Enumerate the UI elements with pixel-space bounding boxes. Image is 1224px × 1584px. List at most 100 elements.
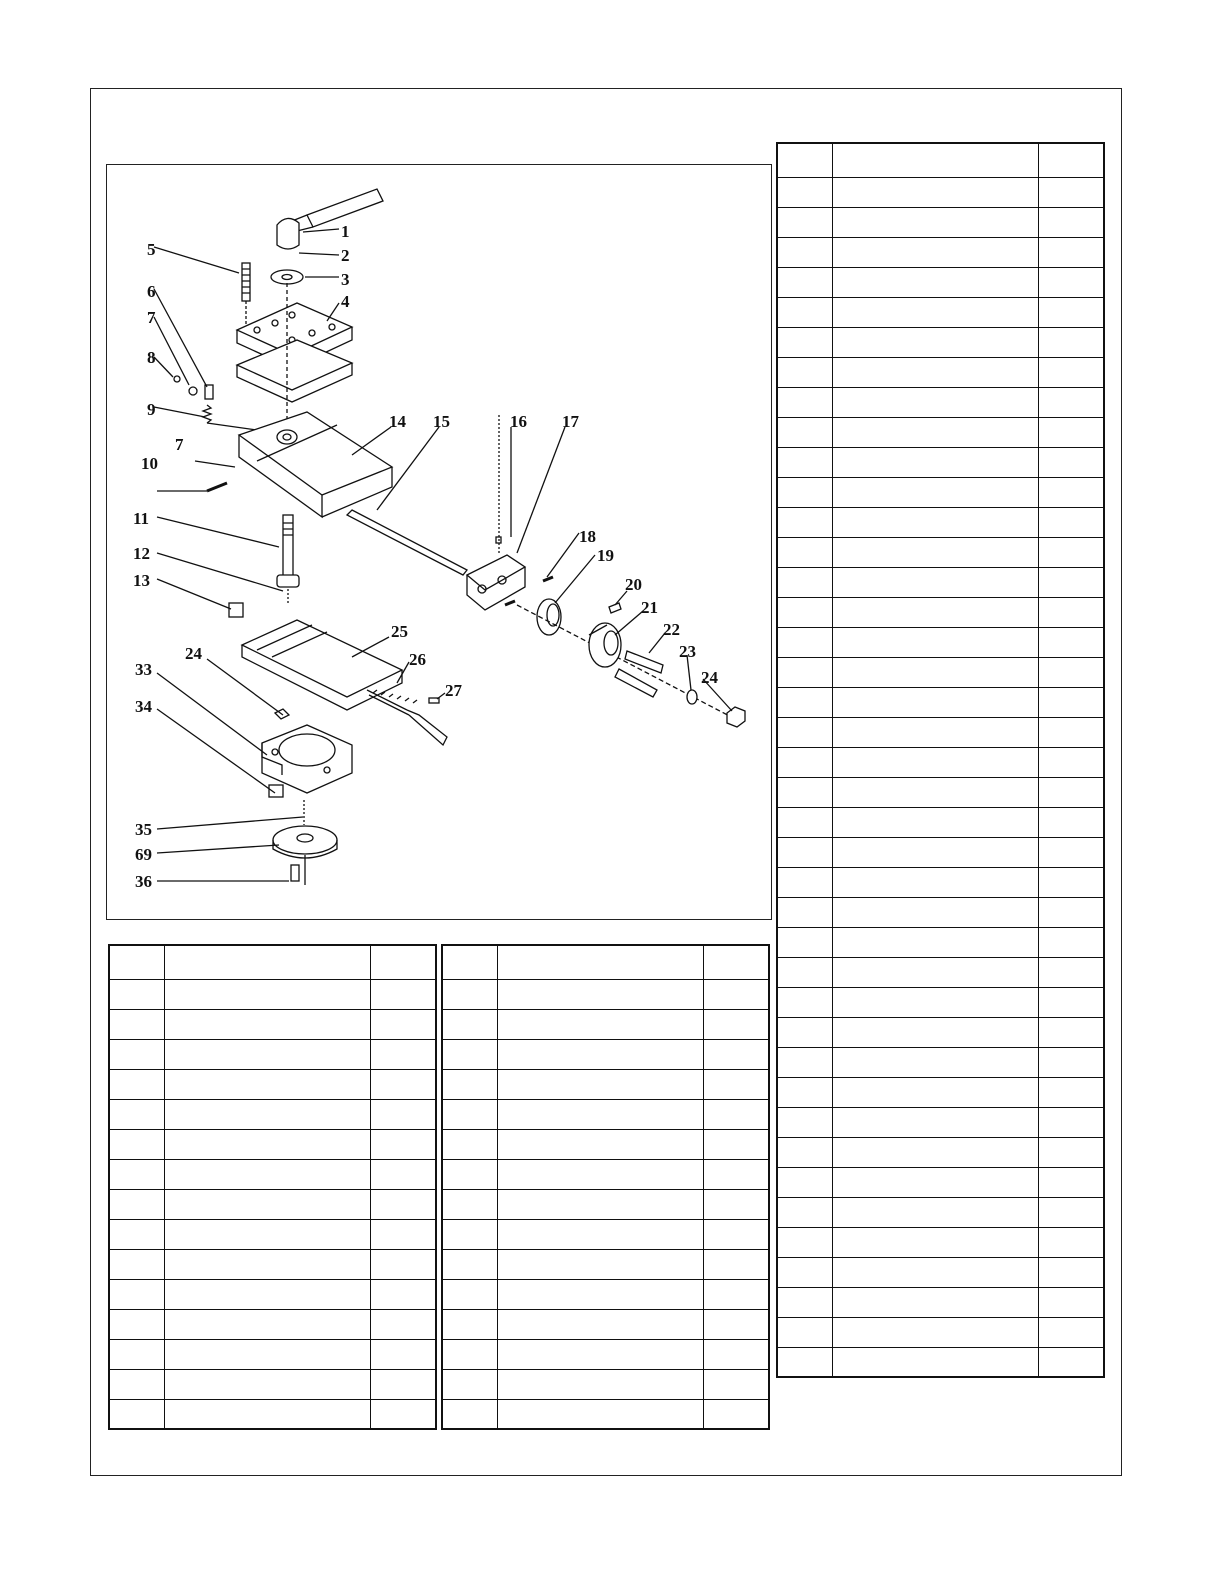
table-row	[776, 1316, 1105, 1348]
description-cell	[496, 1038, 704, 1070]
qty-cell	[1037, 356, 1105, 388]
ref-cell	[441, 1248, 498, 1280]
table-row	[776, 866, 1105, 898]
table-row	[776, 1346, 1105, 1378]
callout-10: 10	[141, 454, 158, 473]
table-row	[776, 626, 1105, 658]
description-cell	[496, 1308, 704, 1340]
ref-cell	[441, 1128, 498, 1160]
ref-cell	[441, 1308, 498, 1340]
table-header-row	[441, 944, 770, 980]
qty-cell	[1037, 1256, 1105, 1288]
qty-cell	[1037, 296, 1105, 328]
description-cell	[831, 1046, 1039, 1078]
table-row	[776, 326, 1105, 358]
ref-cell	[776, 1166, 833, 1198]
ref-cell	[441, 1398, 498, 1430]
ref-cell	[441, 1038, 498, 1070]
qty-cell	[702, 1248, 770, 1280]
table-row	[776, 1076, 1105, 1108]
table-header-row	[108, 944, 437, 980]
qty-cell	[369, 1248, 437, 1280]
parts-table-right	[776, 142, 1105, 1378]
ref-cell	[441, 1368, 498, 1400]
ref-cell	[108, 1008, 165, 1040]
table-row	[776, 446, 1105, 478]
description-cell	[163, 1398, 371, 1430]
qty-cell	[369, 1008, 437, 1040]
table-row	[441, 1158, 770, 1190]
table-row	[776, 926, 1105, 958]
description-cell	[831, 1136, 1039, 1168]
qty-cell	[369, 1098, 437, 1130]
description-cell	[163, 1068, 371, 1100]
description-cell	[163, 1158, 371, 1190]
qty-cell	[702, 1098, 770, 1130]
description-cell	[831, 476, 1039, 508]
qty-cell	[369, 1068, 437, 1100]
diagram-drawing: 1 2 3 4 5 6 7 8 9 14 15 16 17 7 10 11 12…	[133, 188, 746, 891]
description-cell	[496, 1398, 704, 1430]
table-row	[108, 1068, 437, 1100]
callout-16: 16	[510, 412, 527, 431]
description-cell	[163, 1248, 371, 1280]
description-cell	[831, 656, 1039, 688]
qty-cell	[1037, 266, 1105, 298]
callout-27: 27	[445, 681, 463, 700]
ref-cell	[776, 1196, 833, 1228]
table-row	[776, 476, 1105, 508]
qty-cell	[702, 978, 770, 1010]
qty-cell	[1037, 446, 1105, 478]
table-row	[776, 176, 1105, 208]
callout-24: 24	[701, 668, 719, 687]
table-row	[776, 206, 1105, 238]
description-cell	[831, 626, 1039, 658]
callout-5: 5	[147, 240, 156, 259]
description-cell	[831, 776, 1039, 808]
table-row	[776, 506, 1105, 538]
qty-cell	[369, 978, 437, 1010]
description-cell	[831, 926, 1039, 958]
qty-cell	[369, 1308, 437, 1340]
table-row	[441, 1128, 770, 1160]
qty-cell	[369, 1158, 437, 1190]
table-header-row	[776, 142, 1105, 178]
ref-cell	[776, 836, 833, 868]
qty-cell	[1037, 896, 1105, 928]
description-cell	[163, 1218, 371, 1250]
table-row	[776, 836, 1105, 868]
ref-cell	[776, 986, 833, 1018]
description-cell	[831, 866, 1039, 898]
table-row	[776, 566, 1105, 598]
description-cell	[163, 1308, 371, 1340]
callout-19: 19	[597, 546, 614, 565]
qty-cell	[369, 1218, 437, 1250]
table-row	[776, 236, 1105, 268]
qty-cell	[702, 1188, 770, 1220]
callout-20: 20	[625, 575, 642, 594]
description-cell	[831, 506, 1039, 538]
description-cell	[831, 716, 1039, 748]
ref-cell	[108, 1068, 165, 1100]
ref-cell	[441, 1158, 498, 1190]
callout-36: 36	[135, 872, 152, 891]
description-cell	[163, 978, 371, 1010]
ref-cell	[776, 176, 833, 208]
header-description	[831, 142, 1039, 178]
ref-cell	[776, 686, 833, 718]
qty-cell	[1037, 1166, 1105, 1198]
description-cell	[496, 1218, 704, 1250]
ref-cell	[776, 476, 833, 508]
qty-cell	[369, 1398, 437, 1430]
table-row	[776, 1016, 1105, 1048]
table-row	[441, 1278, 770, 1310]
table-row	[108, 1278, 437, 1310]
description-cell	[163, 1278, 371, 1310]
description-cell	[831, 566, 1039, 598]
ref-cell	[441, 1188, 498, 1220]
description-cell	[831, 416, 1039, 448]
qty-cell	[1037, 776, 1105, 808]
table-row	[776, 1106, 1105, 1138]
ref-cell	[776, 1106, 833, 1138]
description-cell	[831, 986, 1039, 1018]
